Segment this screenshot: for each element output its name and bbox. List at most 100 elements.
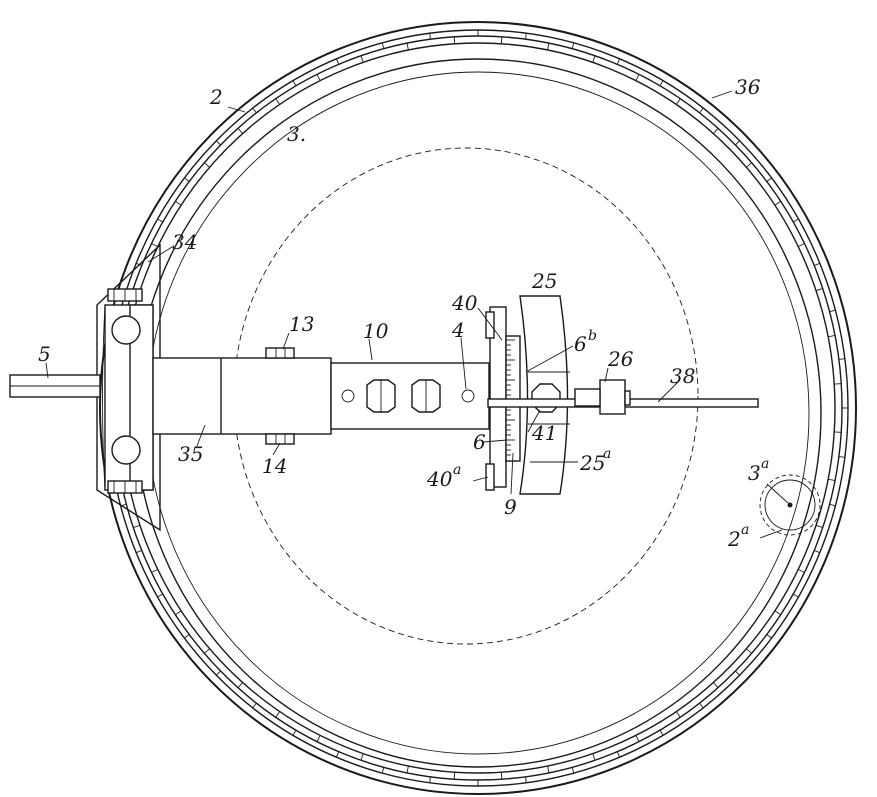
plate-nut-bottom [485, 463, 495, 491]
label-5: 5 [38, 342, 51, 366]
segment-tick [659, 80, 664, 87]
segment-tick [381, 767, 385, 774]
segment-tick [735, 670, 740, 676]
segment-tick [792, 218, 799, 223]
segment-tick [838, 456, 845, 458]
segment-tick [746, 162, 752, 168]
segment-tick [525, 33, 527, 40]
segment-tick [381, 42, 385, 49]
segment-tick [735, 140, 740, 146]
segment-tick [792, 593, 799, 598]
label-13: 13 [289, 312, 314, 336]
segment-tick [699, 702, 704, 709]
label-25a: 25 [579, 451, 605, 475]
segment-tick [829, 309, 836, 313]
segment-tick [237, 128, 243, 134]
segment-tick [838, 358, 845, 360]
block-25 [519, 295, 570, 495]
arm-35 [152, 357, 332, 435]
segment-tick [157, 218, 164, 223]
segment-tick [675, 98, 681, 105]
segment-tick [616, 751, 621, 758]
hole-3a-inner [764, 479, 816, 531]
label-10: 10 [363, 319, 389, 343]
label-2a-sup: a [741, 522, 749, 538]
segment-tick [798, 243, 805, 248]
segment-tick [571, 767, 575, 774]
segment-tick [699, 107, 704, 114]
segment-tick [675, 711, 681, 718]
nut-14 [265, 433, 295, 445]
segment-tick [360, 55, 364, 63]
segment-tick [746, 648, 752, 654]
segment-tick [547, 43, 550, 51]
segment-tick [204, 648, 210, 654]
segment-tick [500, 36, 503, 44]
leader-lines [45, 90, 789, 539]
label-3: 3. [287, 122, 306, 146]
segment-tick [157, 593, 164, 598]
label-40a-sup: a [453, 462, 461, 478]
segment-tick [216, 670, 221, 676]
label-38: 38 [670, 364, 695, 388]
segment-tick [815, 287, 823, 292]
label-26: 26 [607, 347, 634, 371]
label-40: 40 [451, 291, 478, 315]
segment-tick [429, 33, 431, 40]
segment-tick [571, 42, 575, 49]
segment-tick [360, 753, 364, 761]
segment-tick [335, 751, 340, 758]
collar-26 [599, 379, 626, 415]
label-36: 36 [735, 75, 761, 99]
segment-tick [774, 610, 781, 616]
segment-tick [814, 549, 820, 554]
segment-tick [659, 729, 664, 736]
segment-tick [175, 610, 182, 616]
label-9: 9 [504, 495, 517, 519]
segment-tick [252, 107, 257, 114]
segment-tick [828, 334, 836, 338]
label-6b-sup: b [588, 328, 597, 344]
plate-40 [485, 306, 521, 491]
segment-tick [204, 162, 210, 168]
label-3a-sup: a [761, 456, 769, 472]
bearing-bracket [96, 243, 161, 532]
segment-tick [252, 702, 257, 709]
hole-3a-center [787, 502, 793, 508]
segment-tick [275, 98, 281, 105]
outer-ring-1 [99, 21, 857, 795]
segment-tick [216, 140, 221, 146]
segment-tick [815, 524, 823, 529]
label-6: 6 [473, 430, 486, 454]
plate-nut-top [485, 311, 495, 339]
segment-tick [713, 682, 719, 688]
segment-tick [814, 262, 820, 267]
segment-tick [828, 478, 836, 482]
segment-tick [133, 524, 141, 529]
segment-tick [592, 55, 596, 63]
label-25a-sup: a [603, 446, 611, 462]
arm-10 [330, 362, 490, 430]
label-14: 14 [262, 454, 287, 478]
segment-tick [635, 735, 640, 742]
segment-tick [406, 43, 409, 51]
label-35: 35 [178, 442, 203, 466]
segment-tick [184, 634, 190, 639]
reference-labels: 2 3. 36 34 5 13 10 40 25 4 6 b 26 38 41 … [38, 75, 769, 551]
segment-tick [525, 776, 527, 783]
segment-tick [429, 776, 431, 783]
segment-tick [547, 765, 550, 773]
segment-tick [766, 634, 772, 639]
segment-tick [151, 243, 158, 248]
scale-ticks [506, 339, 515, 456]
segment-tick [406, 765, 409, 773]
segment-tick [592, 753, 596, 761]
label-2a: 2 [727, 527, 741, 551]
segment-tick [292, 80, 297, 87]
roller-lower [111, 435, 141, 465]
segment-tick [292, 729, 297, 736]
brick-segment-ticks [108, 30, 848, 786]
segment-tick [151, 568, 158, 573]
rod-38 [487, 379, 759, 415]
